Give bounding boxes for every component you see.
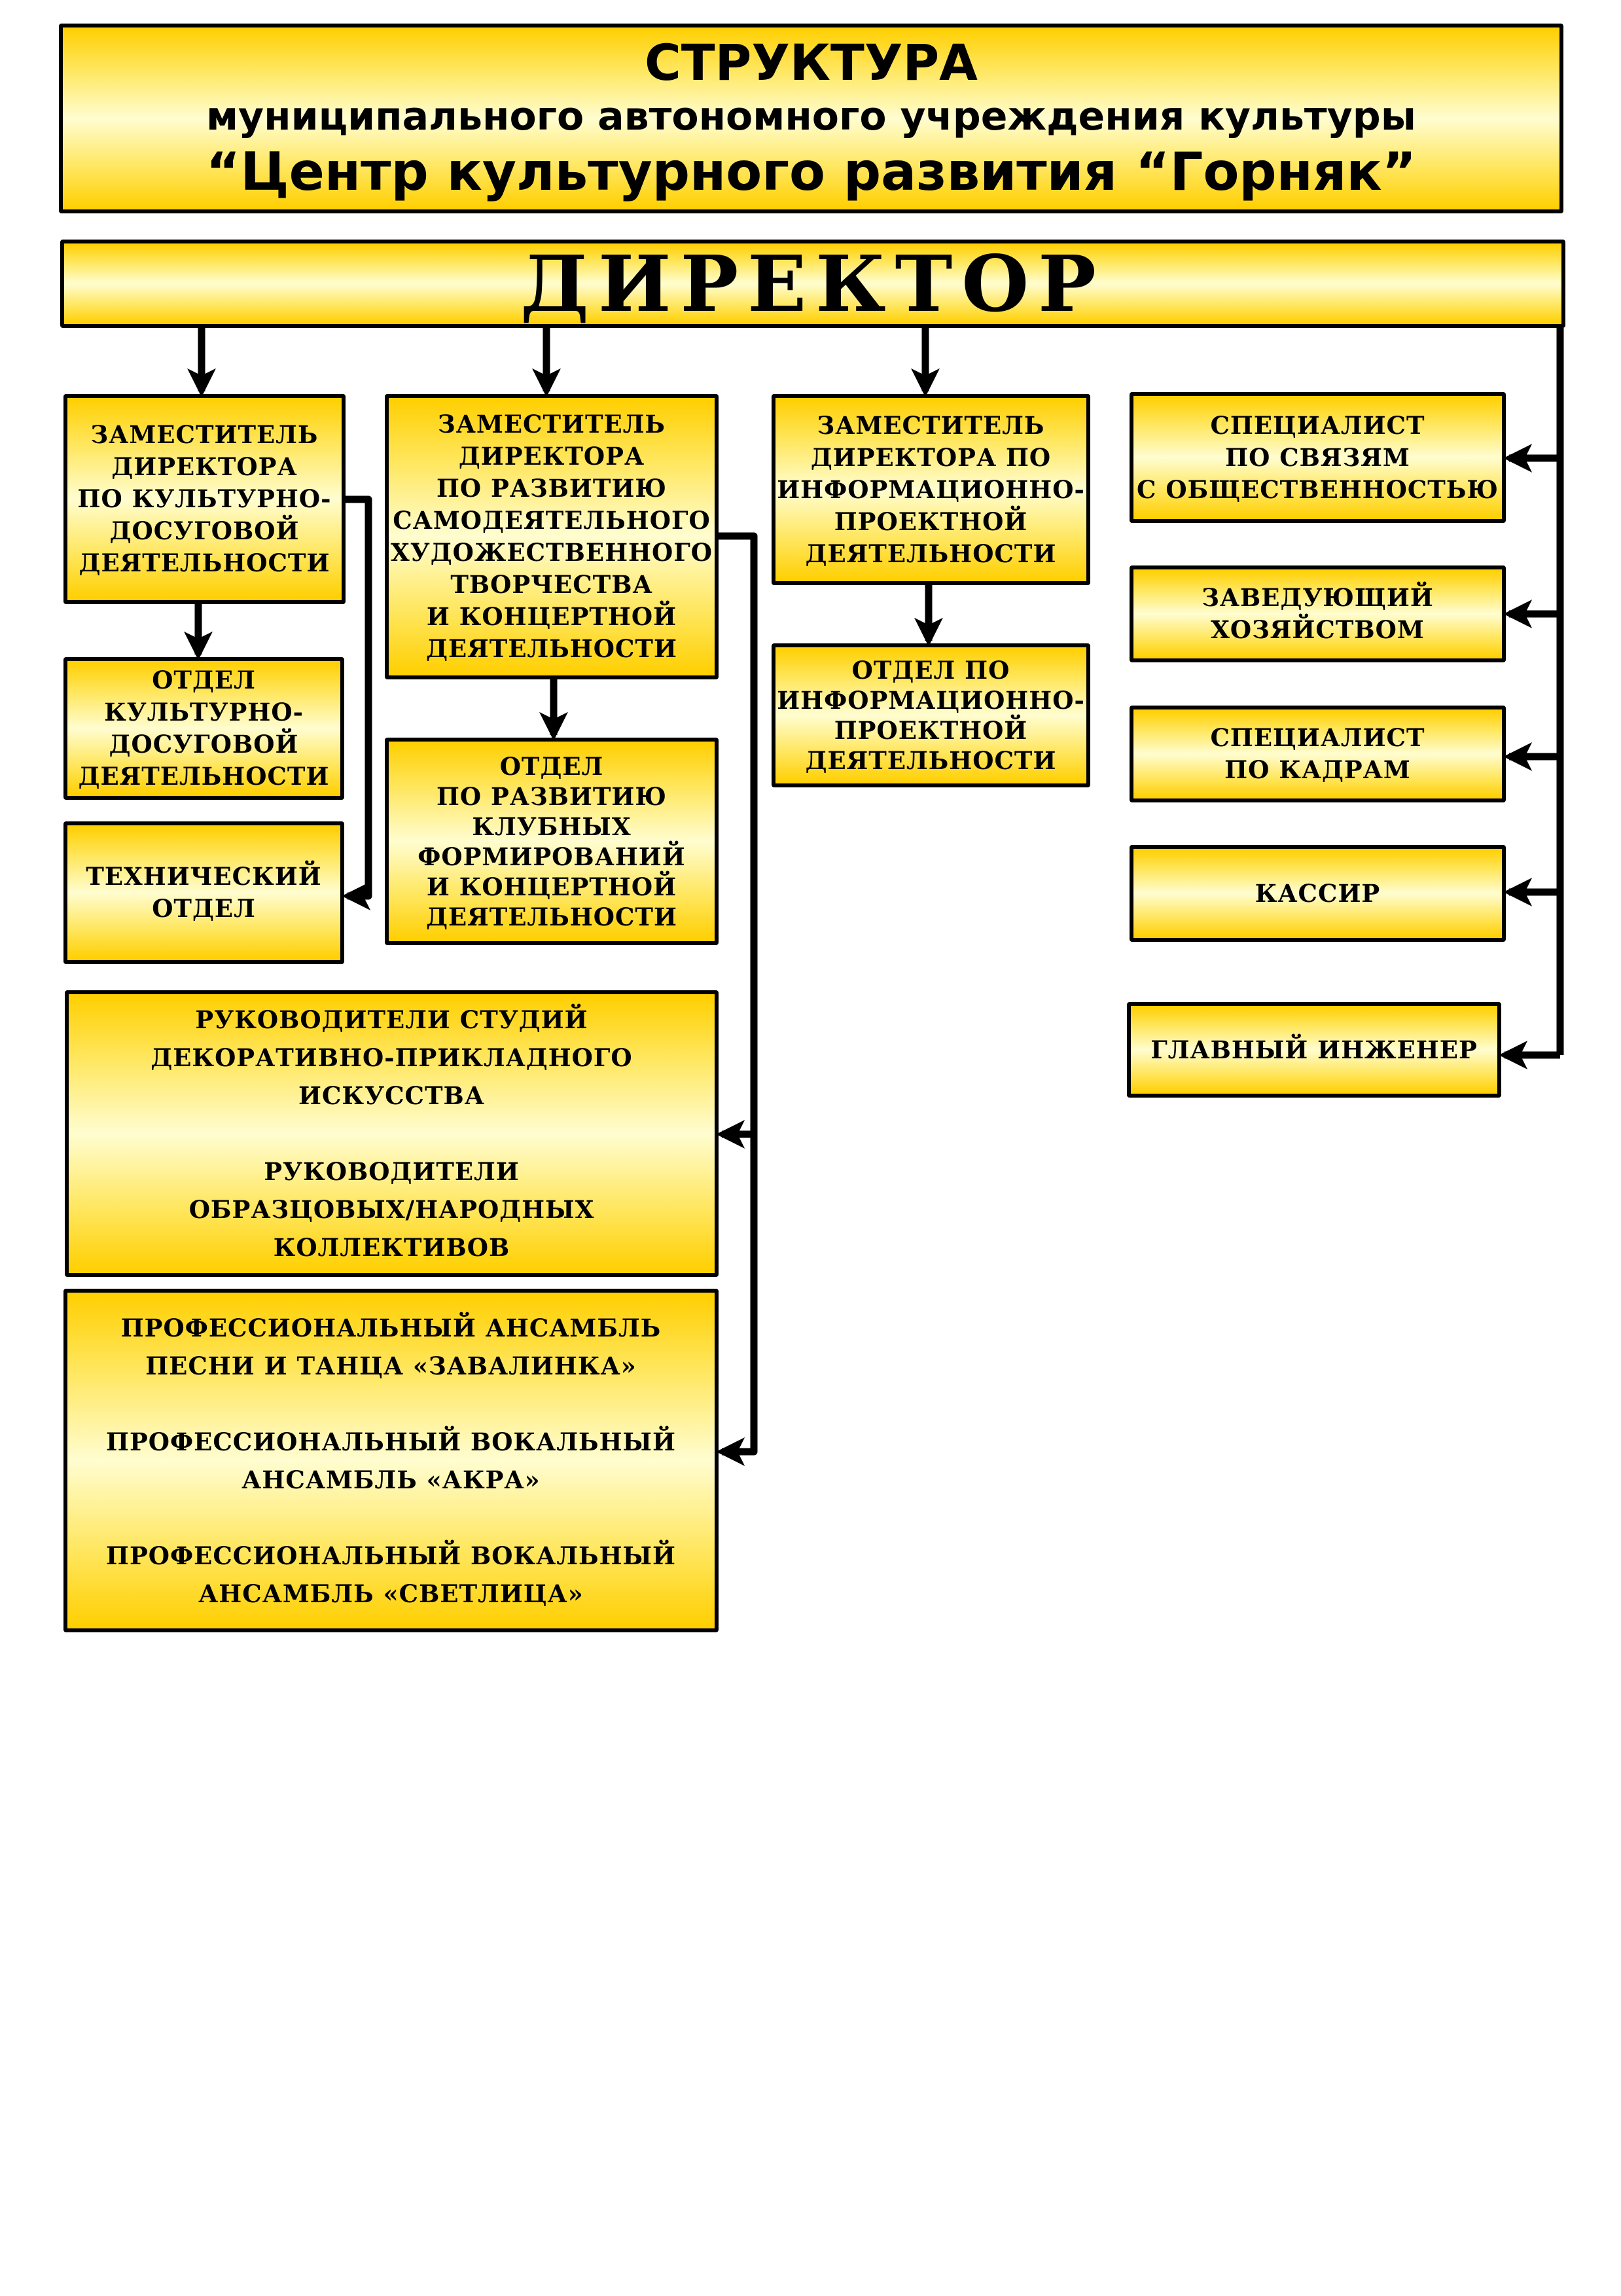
title-box: СТРУКТУРА муниципального автономного учр… bbox=[59, 24, 1563, 213]
info-department-box: ОТДЕЛ ПО ИНФОРМАЦИОННО- ПРОЕКТНОЙ ДЕЯТЕЛ… bbox=[772, 643, 1090, 787]
title-heading: СТРУКТУРА bbox=[645, 33, 978, 92]
chief-engineer-box: ГЛАВНЫЙ ИНЖЕНЕР bbox=[1127, 1002, 1501, 1098]
deputy-cultural-label: ЗАМЕСТИТЕЛЬ ДИРЕКТОРА ПО КУЛЬТУРНО- ДОСУ… bbox=[77, 420, 332, 577]
deputy-amateur-box: ЗАМЕСТИТЕЛЬ ДИРЕКТОРА ПО РАЗВИТИЮ САМОДЕ… bbox=[385, 394, 719, 679]
professional-ensembles-label: ПРОФЕССИОНАЛЬНЫЙ АНСАМБЛЬ ПЕСНИ И ТАНЦА … bbox=[106, 1313, 676, 1608]
chief-engineer-label: ГЛАВНЫЙ ИНЖЕНЕР bbox=[1150, 1035, 1478, 1064]
cultural-department-box: ОТДЕЛ КУЛЬТУРНО- ДОСУГОВОЙ ДЕЯТЕЛЬНОСТИ bbox=[63, 657, 344, 800]
cashier-label: КАССИР bbox=[1255, 878, 1381, 908]
director-label: ДИРЕКТОР bbox=[520, 238, 1105, 329]
studio-leaders-box: РУКОВОДИТЕЛИ СТУДИЙ ДЕКОРАТИВНО-ПРИКЛАДН… bbox=[65, 990, 719, 1277]
clubs-department-box: ОТДЕЛ ПО РАЗВИТИЮ КЛУБНЫХ ФОРМИРОВАНИЙ И… bbox=[385, 738, 719, 945]
clubs-department-label: ОТДЕЛ ПО РАЗВИТИЮ КЛУБНЫХ ФОРМИРОВАНИЙ И… bbox=[418, 751, 686, 931]
household-manager-label: ЗАВЕДУЮЩИЙ ХОЗЯЙСТВОМ bbox=[1202, 583, 1434, 644]
technical-department-label: ТЕХНИЧЕСКИЙ ОТДЕЛ bbox=[86, 862, 322, 923]
professional-ensembles-box: ПРОФЕССИОНАЛЬНЫЙ АНСАМБЛЬ ПЕСНИ И ТАНЦА … bbox=[63, 1289, 719, 1632]
technical-department-box: ТЕХНИЧЕСКИЙ ОТДЕЛ bbox=[63, 821, 344, 964]
specialist-pr-box: СПЕЦИАЛИСТ ПО СВЯЗЯМ С ОБЩЕСТВЕННОСТЬЮ bbox=[1130, 392, 1506, 523]
deputy-info-label: ЗАМЕСТИТЕЛЬ ДИРЕКТОРА ПО ИНФОРМАЦИОННО- … bbox=[777, 410, 1085, 568]
specialist-pr-label: СПЕЦИАЛИСТ ПО СВЯЗЯМ С ОБЩЕСТВЕННОСТЬЮ bbox=[1137, 410, 1499, 504]
title-org-name: “Центр культурного развития “Горняк” bbox=[205, 141, 1417, 202]
line-deputy2-ensembles bbox=[716, 532, 758, 1466]
cashier-box: КАССИР bbox=[1130, 845, 1506, 942]
deputy-amateur-label: ЗАМЕСТИТЕЛЬ ДИРЕКТОРА ПО РАЗВИТИЮ САМОДЕ… bbox=[391, 410, 713, 663]
title-subtitle: муниципального автономного учреждения ку… bbox=[206, 94, 1416, 139]
hr-specialist-box: СПЕЦИАЛИСТ ПО КАДРАМ bbox=[1130, 706, 1506, 802]
deputy-info-box: ЗАМЕСТИТЕЛЬ ДИРЕКТОРА ПО ИНФОРМАЦИОННО- … bbox=[772, 394, 1090, 585]
info-department-label: ОТДЕЛ ПО ИНФОРМАЦИОННО- ПРОЕКТНОЙ ДЕЯТЕЛ… bbox=[777, 656, 1085, 775]
line-deputy1-technical bbox=[342, 495, 372, 910]
household-manager-box: ЗАВЕДУЮЩИЙ ХОЗЯЙСТВОМ bbox=[1130, 565, 1506, 662]
hr-specialist-label: СПЕЦИАЛИСТ ПО КАДРАМ bbox=[1210, 723, 1425, 784]
deputy-cultural-box: ЗАМЕСТИТЕЛЬ ДИРЕКТОРА ПО КУЛЬТУРНО- ДОСУ… bbox=[63, 394, 346, 604]
cultural-department-label: ОТДЕЛ КУЛЬТУРНО- ДОСУГОВОЙ ДЕЯТЕЛЬНОСТИ bbox=[78, 666, 330, 791]
director-box: ДИРЕКТОР bbox=[60, 238, 1565, 329]
studio-leaders-label: РУКОВОДИТЕЛИ СТУДИЙ ДЕКОРАТИВНО-ПРИКЛАДН… bbox=[151, 1005, 633, 1262]
